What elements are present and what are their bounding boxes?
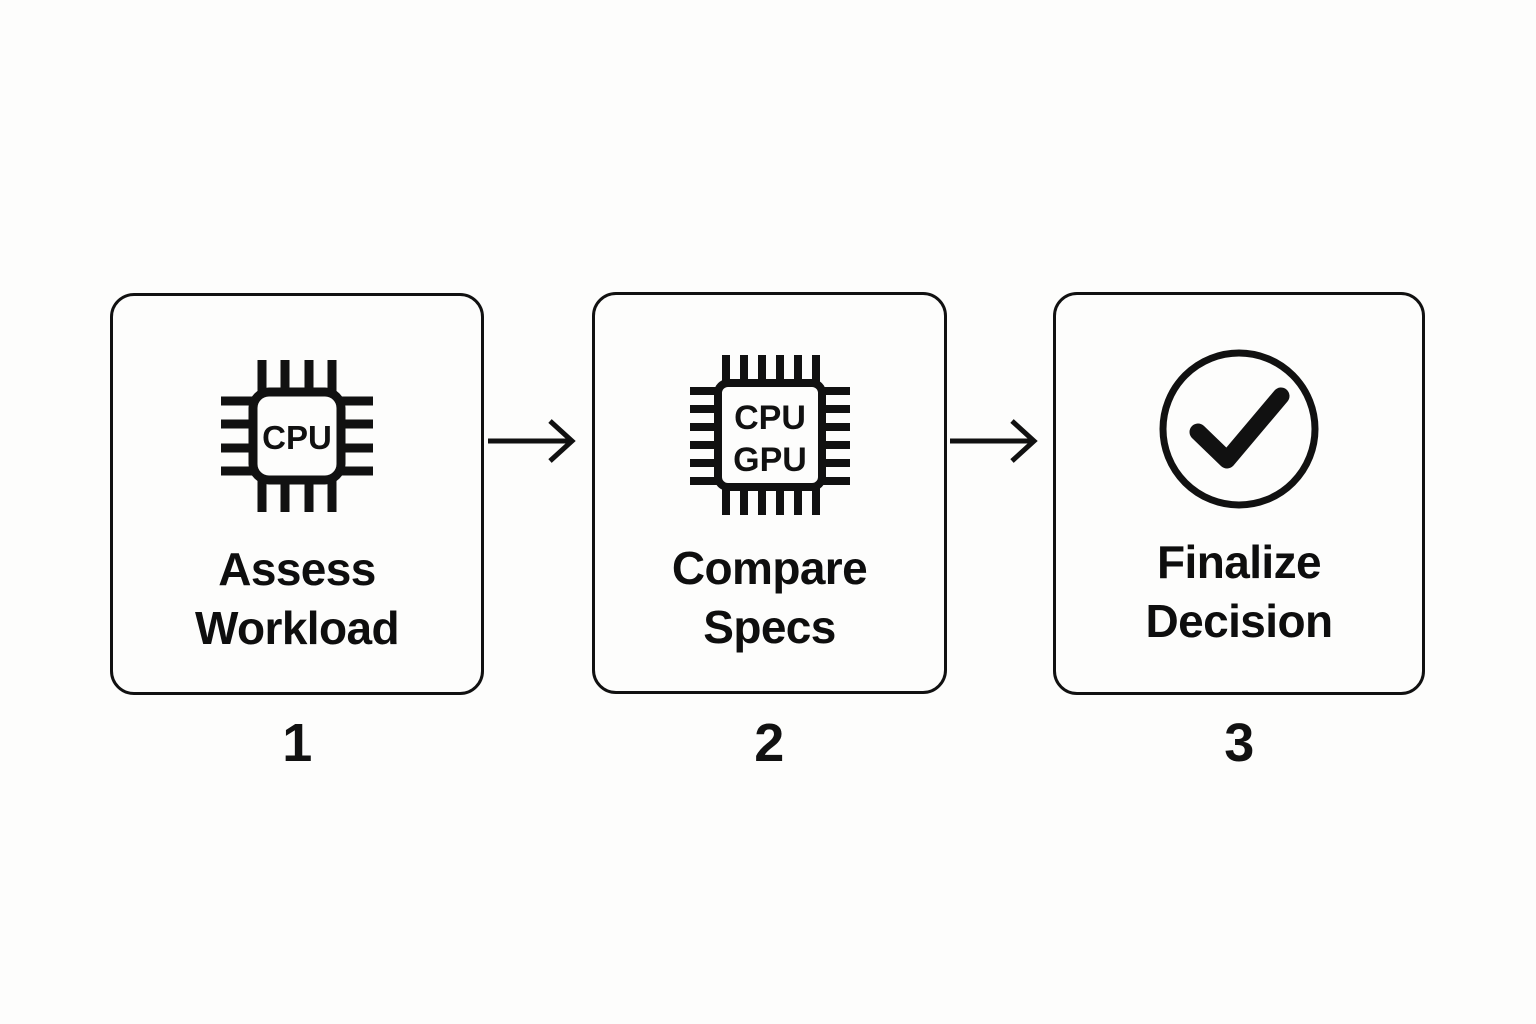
gpu-chip-label: GPU xyxy=(733,441,807,479)
step-card-compare-specs[interactable]: CPU GPU Compare Specs xyxy=(592,292,947,694)
check-circle-icon xyxy=(1154,339,1324,519)
arrow-right-icon xyxy=(486,408,582,474)
cpu-chip-label: CPU xyxy=(734,399,806,437)
cpu-chip-icon: CPU xyxy=(213,346,381,526)
step-card-assess-workload[interactable]: CPU Assess Workload xyxy=(110,293,484,695)
step-number: 2 xyxy=(754,713,784,773)
arrow-right-icon xyxy=(948,408,1044,474)
step-card-label: Assess Workload xyxy=(195,543,400,654)
step-number: 1 xyxy=(282,713,312,773)
step-card-label: Compare Specs xyxy=(671,542,868,653)
cpu-gpu-chip-icon: CPU GPU xyxy=(684,345,856,525)
step-number: 3 xyxy=(1224,713,1254,773)
step-card-finalize-decision[interactable]: Finalize Decision xyxy=(1053,292,1425,695)
cpu-chip-label: CPU xyxy=(262,419,332,456)
step-card-label: Finalize Decision xyxy=(1145,536,1334,647)
